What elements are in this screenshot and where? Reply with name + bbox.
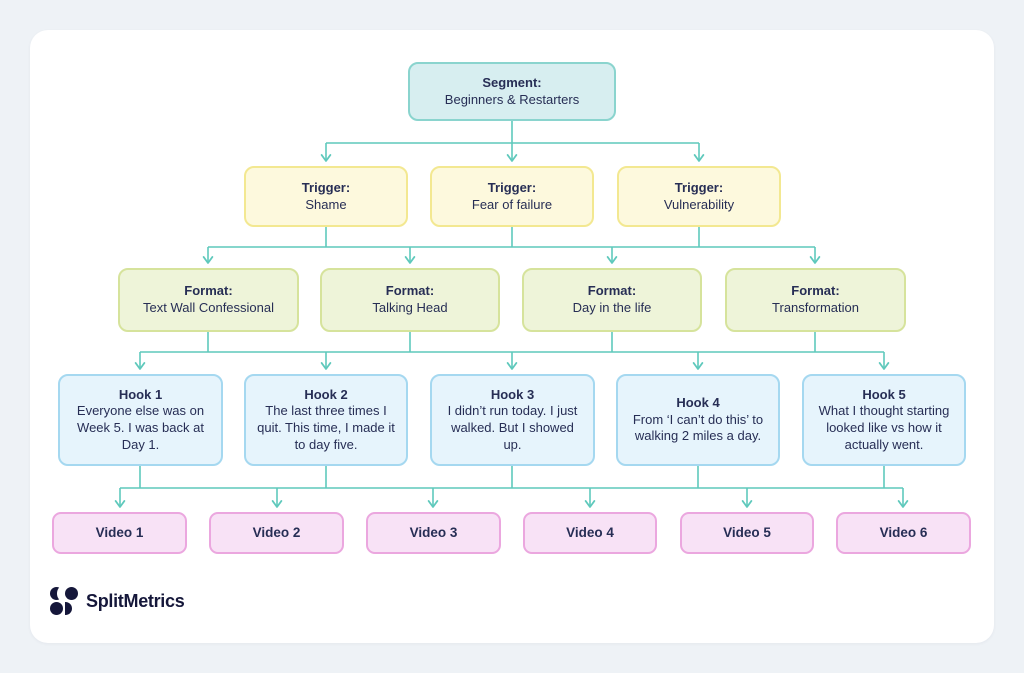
hook-text: Everyone else was on Week 5. I was back … xyxy=(76,403,205,452)
segment-node: Segment: Beginners & Restarters xyxy=(408,62,616,121)
format-value: Transformation xyxy=(772,300,859,315)
trigger-value: Vulnerability xyxy=(663,196,735,212)
hook-text: The last three times I quit. This time, … xyxy=(257,403,395,452)
hook-node-5: Hook 5 What I thought starting looked li… xyxy=(802,374,966,466)
trigger-label: Trigger: xyxy=(674,179,724,195)
hook-node-4: Hook 4 From ‘I can’t do this’ to walking… xyxy=(616,374,780,466)
hook-title: Hook 1 xyxy=(118,386,163,402)
video-label: Video 4 xyxy=(566,525,614,541)
video-node-3: Video 3 xyxy=(366,512,501,554)
format-label: Format: xyxy=(184,283,233,299)
splitmetrics-logo-text: SplitMetrics xyxy=(86,590,185,611)
hook-title: Hook 4 xyxy=(676,395,720,411)
trigger-value: Shame xyxy=(305,196,347,212)
video-label: Video 1 xyxy=(95,525,144,541)
trigger-node-2: Trigger: Fear of failure xyxy=(430,166,594,227)
video-node-4: Video 4 xyxy=(523,512,657,554)
trigger-label: Trigger: xyxy=(487,179,537,195)
format-value: Text Wall Confessional xyxy=(142,300,274,315)
video-label: Video 5 xyxy=(723,525,771,541)
video-label: Video 2 xyxy=(252,525,301,541)
video-node-2: Video 2 xyxy=(209,512,344,554)
video-label: Video 6 xyxy=(879,525,928,541)
hook-text: I didn’t run today. I just walked. But I… xyxy=(447,403,578,452)
format-label: Format: xyxy=(385,283,435,299)
trigger-node-1: Trigger: Shame xyxy=(244,166,408,227)
format-node-2: Format: Talking Head xyxy=(320,268,500,332)
hook-node-1: Hook 1 Everyone else was on Week 5. I wa… xyxy=(58,374,223,466)
video-node-6: Video 6 xyxy=(836,512,971,554)
format-value: Day in the life xyxy=(572,300,652,315)
video-node-1: Video 1 xyxy=(52,512,187,554)
format-value: Talking Head xyxy=(372,300,448,315)
format-node-3: Format: Day in the life xyxy=(522,268,702,332)
hook-title: Hook 5 xyxy=(862,386,906,402)
format-node-1: Format: Text Wall Confessional xyxy=(118,268,299,332)
format-node-4: Format: Transformation xyxy=(725,268,906,332)
hook-title: Hook 3 xyxy=(490,386,535,402)
video-label: Video 3 xyxy=(409,525,458,541)
segment-label: Segment: xyxy=(482,74,542,90)
hook-text: From ‘I can’t do this’ to walking 2 mile… xyxy=(632,411,764,444)
trigger-node-3: Trigger: Vulnerability xyxy=(617,166,781,227)
format-label: Format: xyxy=(587,283,637,299)
splitmetrics-logo-icon xyxy=(50,586,78,615)
trigger-value: Fear of failure xyxy=(471,196,553,212)
segment-value: Beginners & Restarters xyxy=(444,91,580,107)
video-node-5: Video 5 xyxy=(680,512,814,554)
hook-text: What I thought starting looked like vs h… xyxy=(818,403,950,452)
trigger-label: Trigger: xyxy=(301,179,351,195)
splitmetrics-logo: SplitMetrics xyxy=(50,586,185,616)
hook-node-3: Hook 3 I didn’t run today. I just walked… xyxy=(430,374,595,466)
format-label: Format: xyxy=(791,283,840,299)
hook-node-2: Hook 2 The last three times I quit. This… xyxy=(244,374,408,466)
hook-title: Hook 2 xyxy=(304,386,348,402)
